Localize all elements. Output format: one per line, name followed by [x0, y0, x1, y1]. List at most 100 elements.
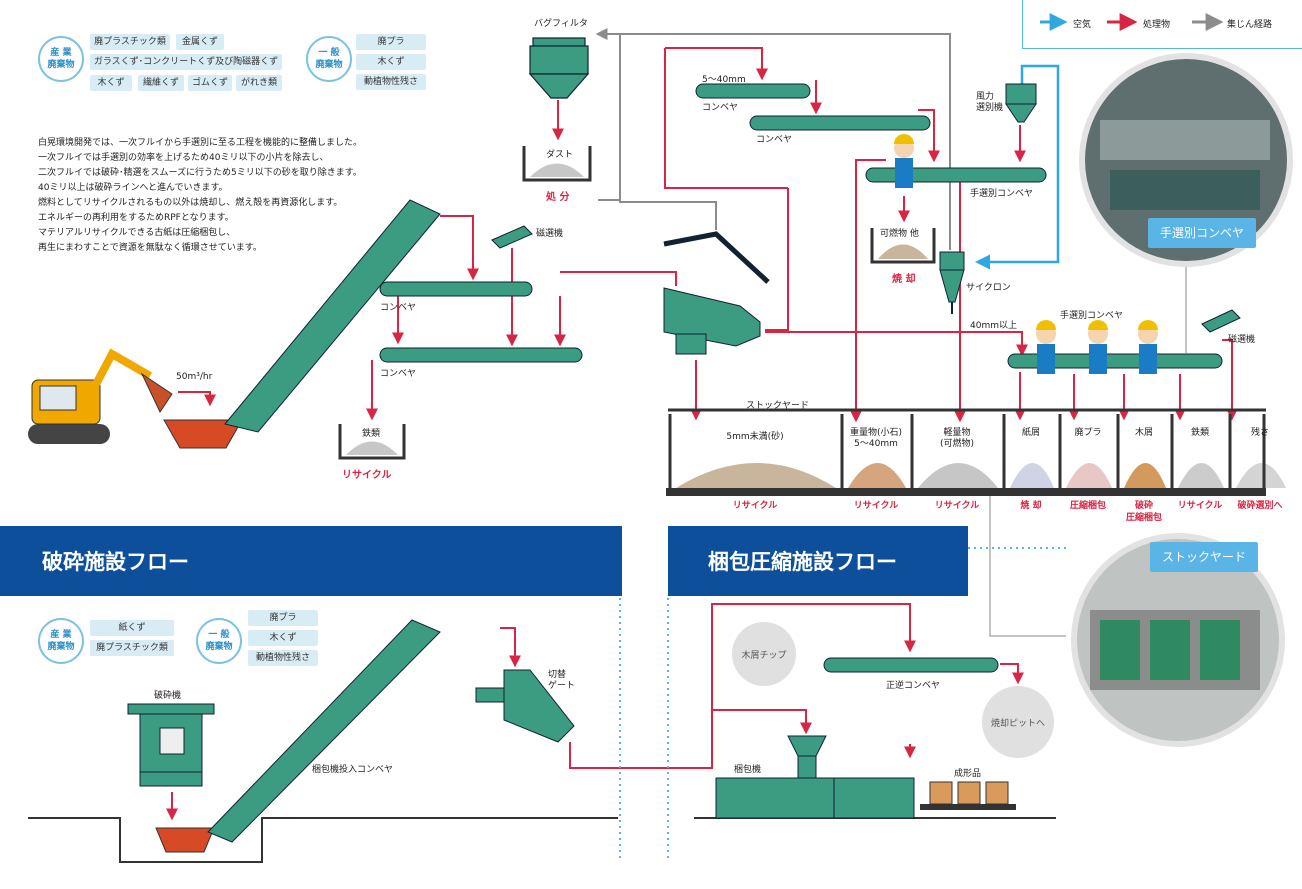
bin-name-label: 5mm未満(砂) — [726, 432, 784, 442]
intro-line: 二次フルイでは破砕･精選をスムーズに行うため5ミリ以下の砂を取り除きます。 — [38, 168, 362, 178]
category-pill: 動植物性残さ — [356, 74, 426, 90]
conveyor-label: コンベヤ — [702, 103, 739, 113]
combustibles-label: 可燃物 他 — [880, 229, 919, 239]
hand-sort-photo-tag: 手選別コンベヤ — [1148, 218, 1257, 248]
category-pill: 木くず — [356, 54, 426, 70]
bin-pile — [1066, 463, 1112, 488]
incinerator-pit-circle: 焼却ピットへ — [982, 686, 1054, 758]
category-pill: 動植物性残さ — [248, 650, 318, 666]
bin-result-label: 破砕 圧縮梱包 — [1125, 501, 1162, 523]
bag-filter-label: バグフィルタ — [534, 19, 588, 29]
legend-waste-label: 処理物 — [1143, 20, 1171, 30]
stock-yard-photo-connector — [989, 496, 1066, 637]
bin-pile — [918, 463, 998, 488]
air-routes — [975, 64, 1060, 270]
over-40-label: 40mm以上 — [970, 321, 1017, 331]
general-waste-badge: 一 般 廃棄物 — [306, 36, 352, 82]
stock-yard-bins — [668, 414, 1286, 490]
combustibles-bin — [870, 228, 936, 264]
banner-title: 梱包圧縮施設フロー — [708, 550, 897, 574]
cyclone-label: サイクロン — [966, 283, 1011, 293]
category-pill: 木くず — [90, 75, 132, 91]
ground-line — [28, 817, 618, 863]
conveyor-label: コンベヤ — [756, 135, 793, 145]
baler-label: 梱包機 — [734, 765, 762, 775]
bin-name-label: 鉄類 — [1190, 428, 1209, 438]
switch-gate-icon — [475, 669, 575, 743]
bin-pile — [1178, 463, 1224, 488]
intro-line: 白晃環境開発では、一次フルイから手選別に至る工程を機能的に整備しました。 — [38, 138, 363, 148]
bin-pile — [1010, 463, 1054, 488]
intro-line: マテリアルリサイクルできる古紙は圧縮梱包し、 — [38, 228, 236, 238]
bin-pile — [1236, 463, 1286, 488]
incinerate-label: 焼 却 — [892, 274, 916, 285]
size-5-40-label: 5～40mm — [702, 75, 746, 85]
iron-recycle-label: リサイクル — [342, 470, 392, 481]
general-waste-badge: 一 般 廃棄物 — [196, 618, 242, 664]
reverse-conveyor-label: 正逆コンベヤ — [886, 681, 941, 691]
product-label: 成形品 — [954, 769, 982, 779]
bin-result-label: リサイクル — [934, 501, 980, 511]
bin-result-label: 焼 却 — [1020, 501, 1042, 511]
intro-text: 白晃環境開発では、一次フルイから手選別に至る工程を機能的に整備しました。 一次フ… — [38, 136, 362, 256]
bin-name-label: 残さ — [1250, 428, 1269, 438]
bin-name-label: 軽量物 (可燃物) — [939, 428, 975, 449]
bin-pile — [1124, 463, 1166, 488]
switch-gate-label: 切替 ゲート — [548, 670, 576, 691]
industrial-waste-badge: 産 業 廃棄物 — [38, 618, 84, 664]
bin-result-label: リサイクル — [1177, 501, 1223, 511]
baler-icon — [715, 735, 915, 819]
category-pill: 繊維くず — [138, 75, 184, 91]
bin-pile — [676, 463, 836, 488]
hand-sort-conveyor-label: 手選別コンベヤ — [970, 189, 1034, 199]
baler-feed-conveyor — [155, 619, 441, 853]
bin-result-label: 圧縮梱包 — [1069, 501, 1106, 511]
banner-title: 破砕施設フロー — [42, 550, 189, 574]
product-bales — [920, 781, 1016, 810]
bin-pile — [848, 463, 906, 488]
crusher-icon — [127, 703, 215, 787]
intro-line: 再生にまわすことで資源を無駄なく循環させています。 — [38, 243, 262, 253]
conveyors — [379, 83, 1223, 673]
category-pill: 金属くず — [176, 34, 224, 50]
conveyor-label: コンベヤ — [380, 369, 417, 379]
crushing-flow-banner: 破砕施設フロー — [0, 526, 622, 596]
stock-yard-photo — [1071, 533, 1285, 747]
stock-yard-frame — [666, 408, 1266, 496]
dust-label: ダスト — [546, 150, 574, 160]
wood-chip-circle: 木屑チップ — [732, 622, 796, 686]
excavator-icon — [28, 348, 173, 444]
category-pill: ガラスくず･コンクリートくず及び陶磁器くず — [90, 54, 282, 70]
bin-name-label: 紙屑 — [1021, 428, 1040, 438]
industrial-waste-badge: 産 業 廃棄物 — [38, 36, 84, 82]
intro-line: 一次フルイでは手選別の効率を上げるため40ミリ以下の小片を除去し、 — [38, 153, 329, 163]
wind-sorter-icon — [1005, 83, 1037, 123]
category-pill: 廃プラスチック類 — [90, 34, 170, 50]
waste-routes — [166, 47, 1238, 821]
baling-flow-banner: 梱包圧縮施設フロー — [668, 526, 968, 596]
category-pill: 廃プラスチック類 — [90, 640, 174, 656]
wind-sorter-label: 風力 選別機 — [976, 92, 1004, 113]
intro-line: 40ミリ以上は破砕ラインへと進んでいきます。 — [38, 183, 228, 193]
category-pill: がれき類 — [236, 75, 282, 91]
rate-label: 50m³/hr — [176, 372, 213, 382]
magnet-icon — [491, 225, 1241, 333]
cyclone-icon — [939, 251, 965, 314]
bin-result-label: リサイクル — [732, 501, 778, 511]
hand-sort-conveyor-label: 手選別コンベヤ — [1060, 311, 1124, 321]
baler-feed-conveyor-label: 梱包機投入コンベヤ — [312, 765, 394, 775]
screen-machine-icon — [663, 231, 770, 355]
bin-name-label: 木屑 — [1134, 428, 1153, 438]
dust-bin — [522, 146, 592, 182]
legend: 空気 処理物 集じん経路 — [1022, 0, 1302, 49]
worker-icon — [894, 134, 1158, 374]
bag-filter-icon — [528, 37, 590, 99]
bin-result-label: リサイクル — [853, 501, 899, 511]
legend-dust-label: 集じん経路 — [1227, 20, 1273, 30]
iron-bin — [338, 424, 406, 460]
category-pill: 廃プラ — [248, 610, 318, 626]
intro-line: エネルギーの再利用をするためRPFとなります。 — [38, 213, 234, 223]
category-pill: 紙くず — [90, 620, 174, 636]
bin-result-label: 破砕選別へ — [1237, 501, 1283, 511]
